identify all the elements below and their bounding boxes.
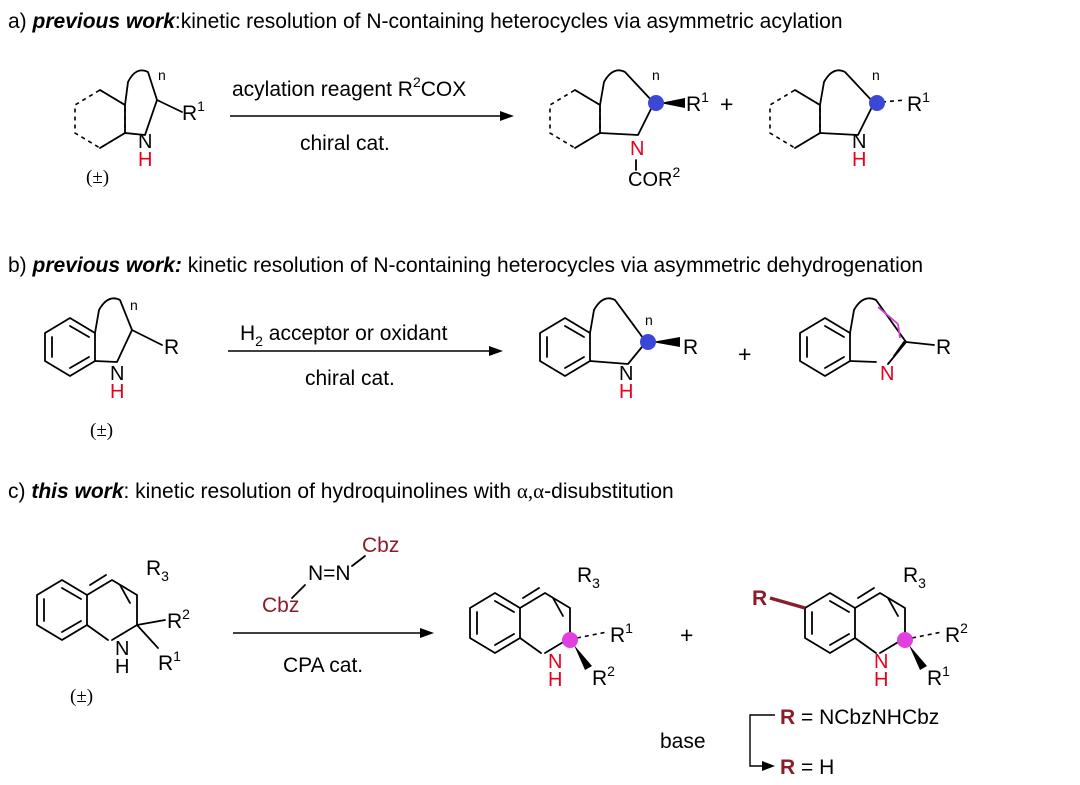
panel-a-arrow: acylation reagent R2COX chiral cat. [230,74,514,155]
nh-h: H [115,656,129,678]
nh-n: N [138,131,152,153]
r3-label: R3 [146,557,169,584]
r1-label: R1 [610,620,633,647]
acyl-group: COR2 [628,164,680,191]
plus: + [720,91,733,117]
r-label: R [683,336,698,359]
ring-size-n: n [652,67,660,83]
nh-n: N [110,363,124,385]
panel-b-product-amine: R n N H [539,297,698,403]
plus: + [680,622,693,648]
nh-h: H [110,381,124,403]
panel-a-product-amine: R1 n N H [769,67,930,171]
r3-label: R3 [903,564,926,591]
catalyst-label: CPA cat. [283,654,363,677]
panel-c: c) this work: kinetic resolution of hydr… [8,479,968,779]
imine-n: N [880,363,894,385]
racemic-label: (±) [90,420,113,441]
nh-n: N [874,651,888,673]
plus: + [738,341,751,367]
ring-size-n: n [645,312,653,328]
stereocenter-blue [869,95,885,111]
r3-label: R3 [577,564,600,591]
r-def-1: R = NCbzNHCbz [780,706,939,729]
panel-c-product-aminated: R R3 R2 R1 N H [752,564,968,691]
r-label: R [936,336,951,359]
racemic-label: (±) [70,686,93,707]
panel-c-product-amine: R3 R1 R2 N H [469,564,633,691]
panel-a-product-acylated: R1 n N COR2 [549,67,709,191]
product-r-label: R [752,587,767,610]
panel-c-arrow: CPA cat. [233,628,434,677]
acyl-n: N [630,138,644,160]
nh-h: H [138,149,152,171]
panel-b: b) previous work: kinetic resolution of … [8,254,951,441]
r2-label: R2 [592,663,615,690]
panel-a-reactant: R1 n N H (±) [74,67,205,188]
r2-label: R2 [945,620,968,647]
stereocenter-blue [640,334,656,350]
nh-n: N [548,651,562,673]
nh-n: N [115,638,129,660]
r1-label: R1 [158,648,181,675]
r1-label: R1 [907,89,930,116]
cbz-top: Cbz [362,534,399,557]
reagent-label: H2 acceptor or oxidant [240,322,448,349]
reagent-label: acylation reagent R2COX [232,74,466,101]
nh-h: H [852,149,866,171]
panel-c-heading: c) this work: kinetic resolution of hydr… [8,479,674,503]
nh-h: H [874,669,888,691]
panel-a: a) previous work:kinetic resolution of N… [8,10,930,191]
catalyst-label: chiral cat. [300,132,390,155]
stereocenter-blue [648,95,664,111]
base-step: base R = NCbzNHCbz R = H [660,706,939,779]
ring-size-n: n [158,67,166,83]
panel-b-arrow: H2 acceptor or oxidant chiral cat. [228,322,503,390]
nh-h: H [619,381,633,403]
base-label: base [660,730,706,753]
r1-label: R1 [182,98,205,125]
ring-size-n: n [130,297,138,313]
azo-reagent: Cbz N=N Cbz [262,534,399,617]
nh-n: N [619,363,633,385]
stereocenter-pink [897,632,913,648]
panel-b-reactant: R n N H (±) [44,297,179,441]
r2-label: R2 [167,606,190,633]
nh-h: H [548,669,562,691]
stereocenter-pink [562,632,578,648]
r-def-2: R = H [780,756,834,779]
r1-label: R1 [686,89,709,116]
ring-size-n: n [872,67,880,83]
cbz-bottom: Cbz [262,594,299,617]
r-label: R [164,336,179,359]
panel-b-product-imine: R N [799,297,951,385]
catalyst-label: chiral cat. [305,367,395,390]
panel-c-reactant: R3 R2 R1 N H (±) [36,557,190,707]
racemic-label: (±) [86,167,109,188]
azo-nn: N=N [308,562,351,585]
panel-b-heading: b) previous work: kinetic resolution of … [8,254,923,277]
r1-label: R1 [927,663,950,690]
panel-a-heading: a) previous work:kinetic resolution of N… [8,10,843,33]
nh-n: N [852,131,866,153]
